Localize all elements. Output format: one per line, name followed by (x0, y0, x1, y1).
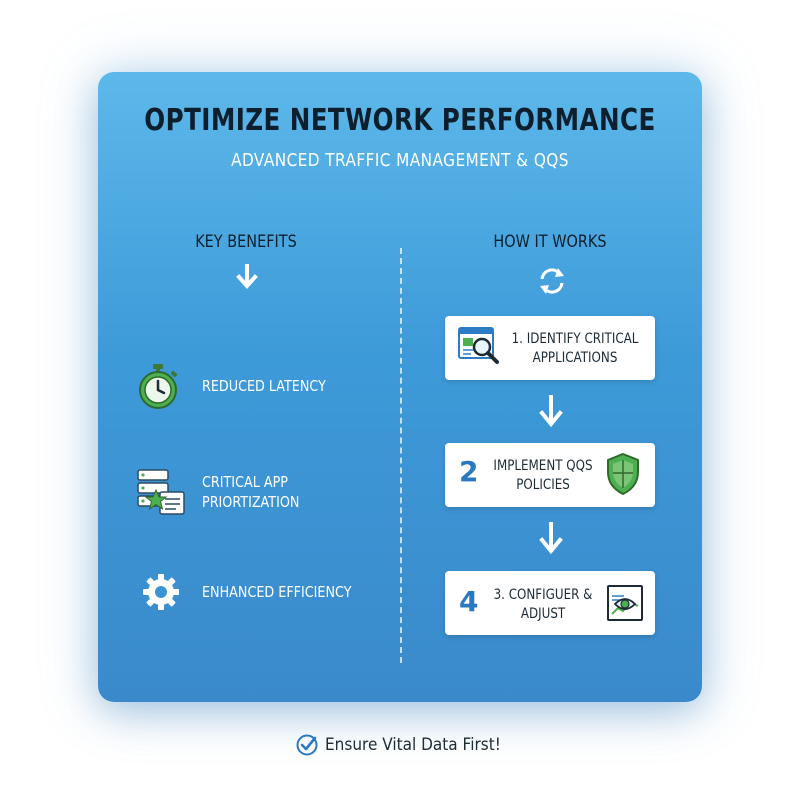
arrow-down-icon (236, 264, 258, 290)
step-3-line2: ADJUST (520, 606, 566, 622)
step-3-number: 4 (459, 585, 479, 618)
column-divider (400, 248, 402, 663)
step-2-line2: POLICIES (516, 477, 570, 493)
key-benefits-heading: KEY BENEFITS (195, 232, 297, 252)
monitor-eye-icon (607, 585, 643, 621)
step-2-line1: IMPLEMENT QQS (493, 458, 593, 474)
server-star-icon (137, 469, 185, 515)
check-circle-icon (296, 734, 318, 756)
arrow-down-icon (539, 395, 563, 428)
step-3-line1: 3. CONFIGUER & (493, 587, 593, 603)
refresh-cycle-icon (540, 268, 564, 294)
stopwatch-icon (139, 364, 178, 409)
benefit-enhanced-efficiency: ENHANCED EFFICIENCY (202, 583, 352, 601)
step-1-line1: 1. IDENTIFY CRITICAL (511, 331, 639, 347)
gear-icon (143, 574, 179, 610)
page-subtitle: ADVANCED TRAFFIC MANAGEMENT & QQS (231, 150, 569, 171)
step-1-line2: APPLICATIONS (532, 350, 618, 366)
arrow-down-icon (539, 522, 563, 555)
benefit-reduced-latency: REDUCED LATENCY (202, 377, 326, 395)
magnifier-window-icon (458, 327, 499, 364)
page-title: OPTIMIZE NETWORK PERFORMANCE (144, 103, 656, 138)
footer-tagline: Ensure Vital Data First! (295, 733, 520, 757)
benefit-critical-app-line2: PRIORTIZATION (202, 493, 300, 511)
shield-icon (607, 452, 639, 496)
benefit-critical-app-line1: CRITICAL APP (202, 473, 288, 491)
footer-text: Ensure Vital Data First! (325, 735, 501, 755)
how-it-works-heading: HOW IT WORKS (493, 232, 607, 252)
step-2-number: 2 (459, 455, 479, 488)
